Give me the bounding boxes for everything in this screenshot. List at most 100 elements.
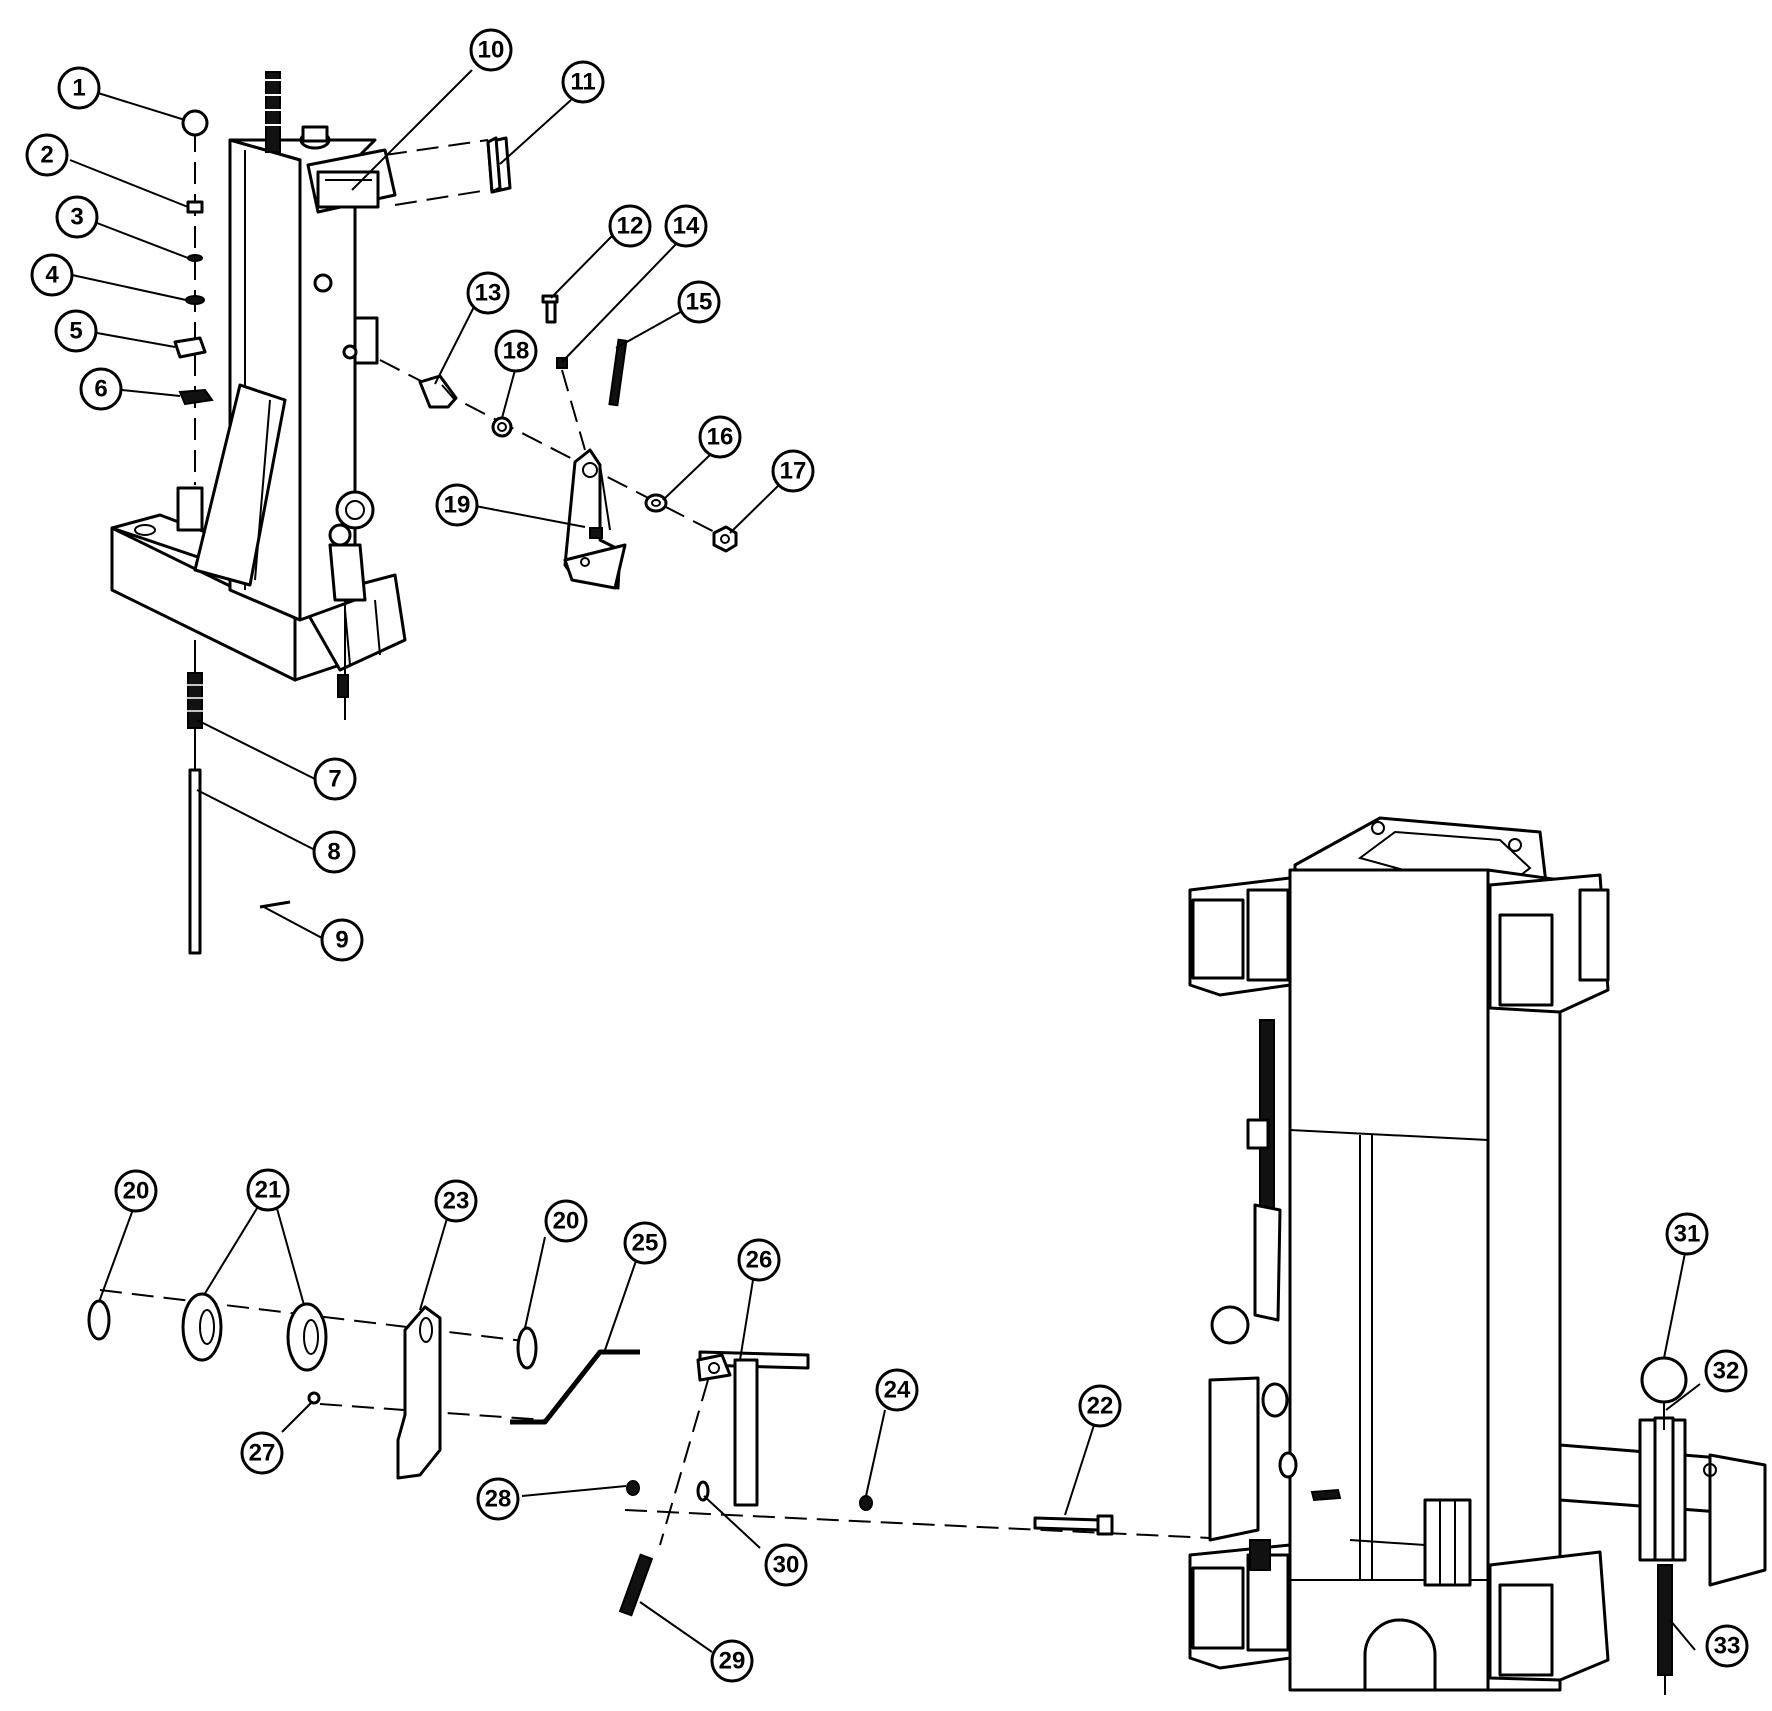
svg-text:29: 29	[719, 1648, 746, 1675]
svg-text:20: 20	[553, 1208, 580, 1235]
svg-text:3: 3	[70, 204, 83, 231]
svg-text:27: 27	[249, 1440, 276, 1467]
svg-text:7: 7	[328, 766, 341, 793]
callout-15: 15	[677, 280, 721, 324]
svg-text:16: 16	[707, 424, 734, 451]
washer-16	[644, 493, 668, 513]
callout-13: 13	[466, 271, 510, 315]
callout-30: 30	[764, 1543, 808, 1587]
nut-28	[626, 1480, 640, 1496]
upper-column-assembly	[110, 71, 407, 720]
svg-text:17: 17	[780, 458, 807, 485]
nut-18	[491, 416, 513, 438]
callout-20-left: 20	[114, 1169, 158, 1213]
pin-22	[1033, 1514, 1114, 1536]
callout-31: 31	[1665, 1212, 1709, 1256]
pin-9	[259, 900, 291, 909]
svg-text:25: 25	[632, 1230, 659, 1257]
nut-14	[556, 357, 568, 369]
callout-29: 29	[710, 1639, 754, 1683]
svg-text:24: 24	[884, 1377, 911, 1404]
callout-24: 24	[875, 1368, 919, 1412]
svg-text:8: 8	[327, 839, 340, 866]
callout-28: 28	[476, 1477, 520, 1521]
washer-4	[185, 295, 205, 305]
callout-16: 16	[698, 415, 742, 459]
spring-7	[186, 672, 204, 729]
callout-32: 32	[1704, 1349, 1748, 1393]
callout-14: 14	[664, 204, 708, 248]
callout-4: 4	[30, 253, 74, 297]
bent-rod-25	[510, 1349, 640, 1425]
svg-text:10: 10	[478, 37, 505, 64]
callout-8: 8	[312, 830, 356, 874]
screw-12	[541, 294, 559, 324]
svg-text:21: 21	[255, 1177, 282, 1204]
callout-21: 21	[246, 1168, 290, 1212]
svg-text:32: 32	[1713, 1358, 1740, 1385]
nut-2	[186, 200, 204, 214]
callout-20-right: 20	[544, 1199, 588, 1243]
leader-lines	[69, 69, 1701, 1653]
spacer-30	[696, 1480, 710, 1502]
spring-15	[608, 338, 628, 407]
block-5	[173, 336, 207, 359]
t-handle-26	[696, 1350, 810, 1507]
svg-text:13: 13	[475, 280, 502, 307]
callout-17: 17	[771, 449, 815, 493]
svg-text:26: 26	[746, 1247, 773, 1274]
svg-text:6: 6	[94, 376, 107, 403]
svg-text:4: 4	[45, 262, 59, 289]
lower-column-assembly	[1188, 816, 1767, 1695]
svg-text:22: 22	[1087, 1393, 1114, 1420]
callout-19: 19	[435, 483, 479, 527]
svg-text:12: 12	[617, 213, 644, 240]
svg-text:30: 30	[773, 1552, 800, 1579]
callout-25: 25	[623, 1221, 667, 1265]
callout-9: 9	[320, 918, 364, 962]
washer-21-left	[181, 1292, 223, 1362]
callout-33: 33	[1705, 1624, 1749, 1668]
callout-27: 27	[240, 1431, 284, 1475]
svg-text:14: 14	[673, 213, 700, 240]
svg-text:28: 28	[485, 1486, 512, 1513]
svg-text:23: 23	[443, 1188, 470, 1215]
callout-10: 10	[469, 28, 513, 72]
svg-text:31: 31	[1674, 1221, 1701, 1248]
pivot-plate-23	[396, 1305, 442, 1480]
svg-text:18: 18	[503, 338, 530, 365]
callout-18: 18	[494, 329, 538, 373]
svg-text:2: 2	[40, 142, 53, 169]
shoulder-bolt-13	[418, 374, 458, 409]
svg-text:5: 5	[69, 318, 82, 345]
callout-12: 12	[608, 204, 652, 248]
washer-21-right	[286, 1302, 328, 1372]
plate-6	[178, 388, 214, 406]
callout-2: 2	[25, 133, 69, 177]
callout-23: 23	[434, 1179, 478, 1223]
callout-26: 26	[737, 1238, 781, 1282]
nut-27	[307, 1391, 321, 1405]
callout-1: 1	[57, 66, 101, 110]
svg-text:1: 1	[72, 75, 85, 102]
svg-text:9: 9	[335, 927, 348, 954]
callout-3: 3	[55, 195, 99, 239]
svg-text:33: 33	[1714, 1633, 1741, 1660]
ball-knob-1	[181, 109, 209, 137]
callout-5: 5	[54, 309, 98, 353]
svg-text:11: 11	[570, 69, 595, 96]
callout-6: 6	[79, 367, 123, 411]
callout-11: 11	[561, 60, 605, 104]
svg-text:15: 15	[686, 289, 713, 316]
callout-22: 22	[1078, 1384, 1122, 1428]
spring-29	[618, 1553, 654, 1617]
nut-24	[859, 1495, 873, 1511]
svg-text:19: 19	[444, 492, 471, 519]
retaining-ring-20-left	[87, 1299, 111, 1341]
washer-3	[187, 254, 203, 262]
retaining-ring-20-right	[516, 1326, 538, 1370]
rod-8	[188, 768, 202, 955]
lever-plate-19	[563, 448, 627, 590]
svg-text:20: 20	[123, 1178, 150, 1205]
